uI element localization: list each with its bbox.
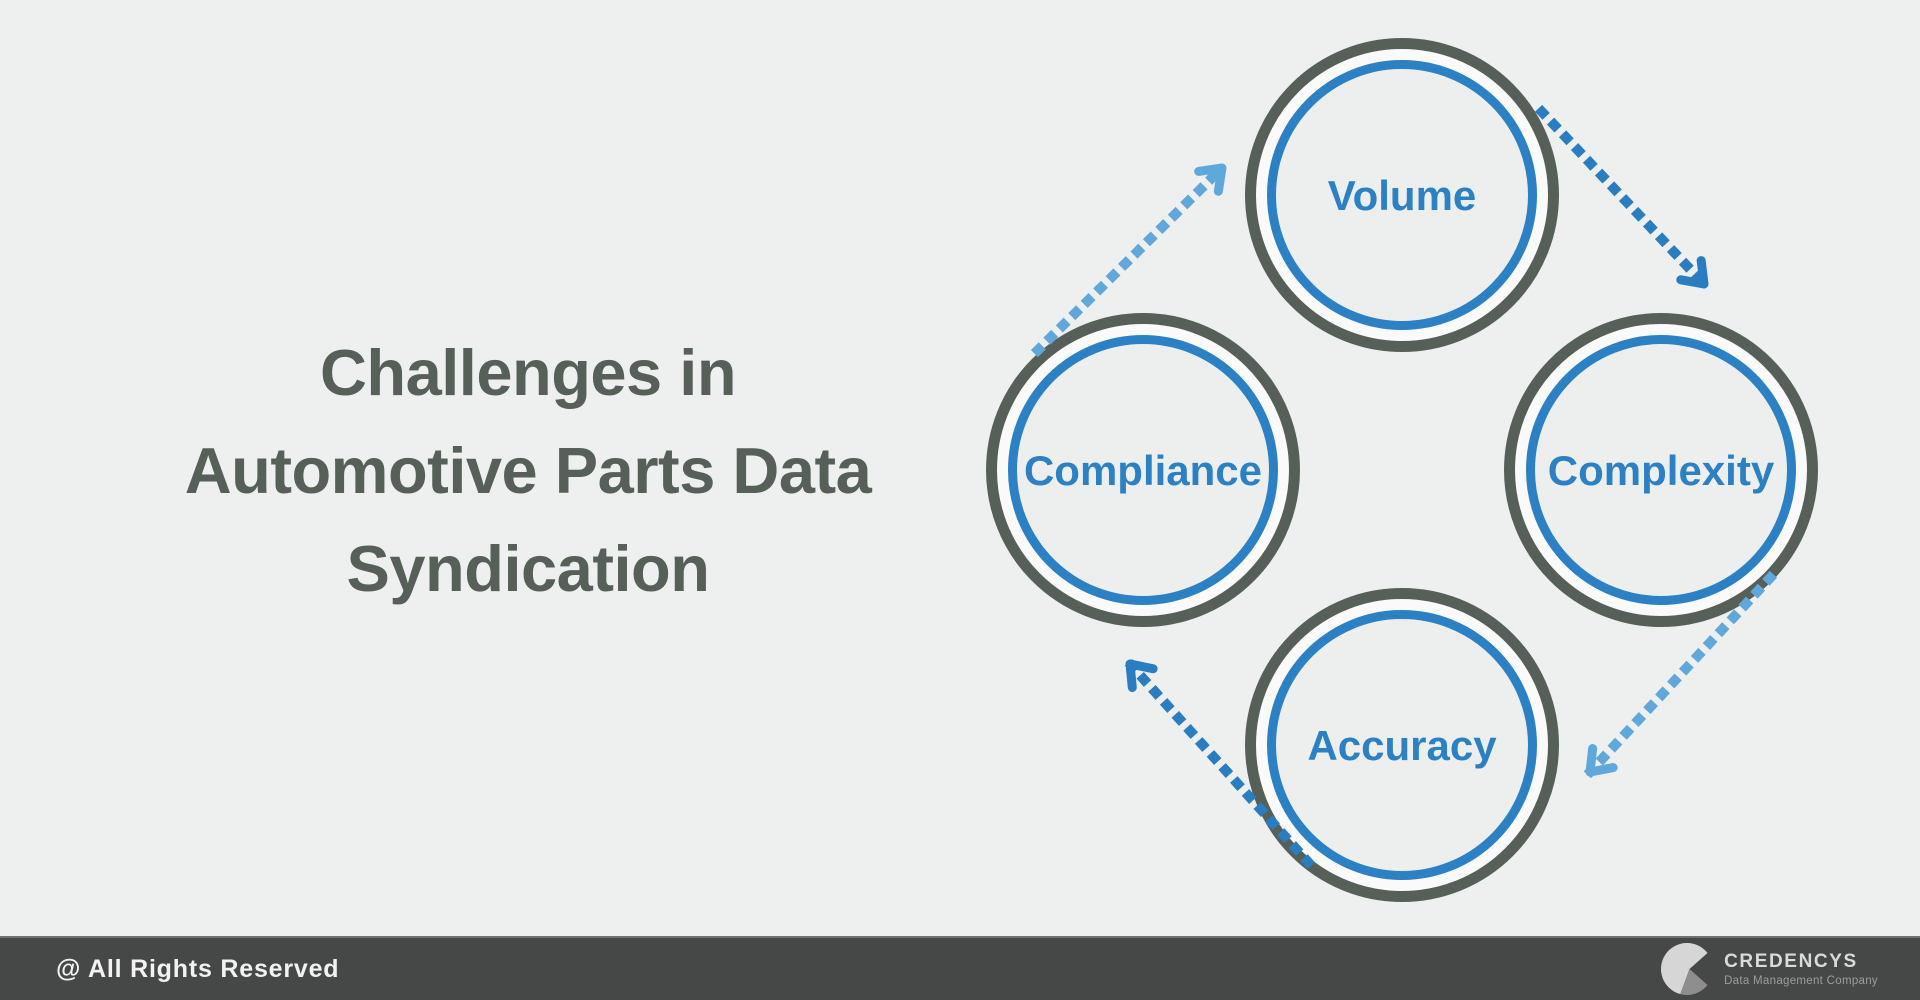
logo-tagline: Data Management Company	[1724, 975, 1878, 987]
title-line-3: Syndication	[346, 532, 710, 605]
logo-text-block: CREDENCYS Data Management Company	[1724, 951, 1878, 987]
node-label-complexity: Complexity	[1548, 447, 1775, 494]
title-line-1: Challenges in	[319, 336, 737, 409]
node-outer-ring	[1504, 313, 1818, 627]
node-volume: Volume	[1245, 38, 1559, 352]
credencys-logo: CREDENCYS Data Management Company	[1661, 943, 1878, 995]
node-accuracy: Accuracy	[1245, 588, 1559, 902]
node-label-volume: Volume	[1328, 172, 1477, 219]
node-label-accuracy: Accuracy	[1307, 722, 1497, 769]
page-title: Challenges in Automotive Parts Data Synd…	[78, 324, 978, 618]
node-outer-ring	[986, 313, 1300, 627]
node-inner-ring	[1267, 610, 1537, 880]
node-compliance: Compliance	[986, 313, 1300, 627]
arrow-compliance-to-volume-icon	[1030, 160, 1230, 358]
node-label-compliance: Compliance	[1024, 447, 1262, 494]
title-line-2: Automotive Parts Data	[184, 434, 872, 507]
node-complexity: Complexity	[1504, 313, 1818, 627]
logo-name: CREDENCYS	[1724, 951, 1858, 972]
copyright-text: @ All Rights Reserved	[56, 954, 340, 983]
node-outer-ring	[1245, 588, 1559, 902]
node-inner-ring	[1267, 60, 1537, 330]
footer-bar: @ All Rights Reserved CREDENCYS Data Man…	[0, 936, 1920, 1000]
node-outer-ring	[1245, 38, 1559, 352]
credencys-logo-icon	[1661, 943, 1708, 995]
node-inner-ring	[1008, 335, 1278, 605]
node-inner-ring	[1526, 335, 1796, 605]
arrow-volume-to-complexity-icon	[1534, 104, 1712, 292]
